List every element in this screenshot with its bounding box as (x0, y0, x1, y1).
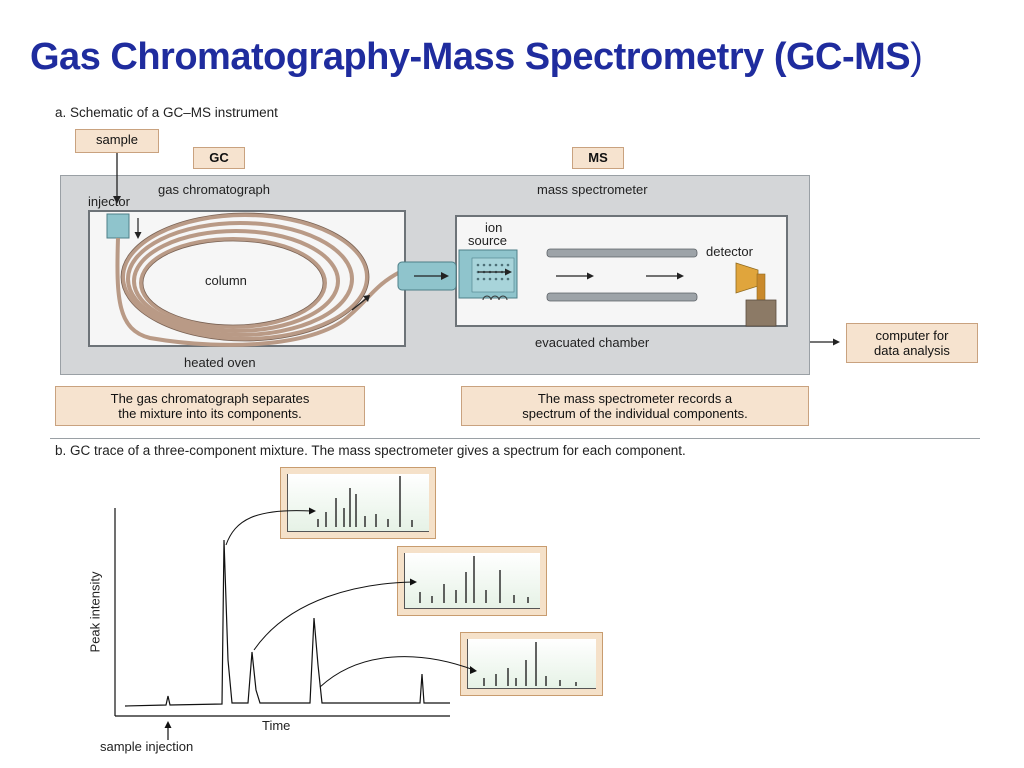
injector-label: injector (88, 194, 130, 209)
mass-spectrometer-label: mass spectrometer (537, 182, 648, 197)
gas-chromatograph-label: gas chromatograph (158, 182, 271, 197)
heated-oven-label: heated oven (184, 355, 256, 370)
spectrum-inset-2 (397, 546, 547, 616)
schematic-caption: a. Schematic of a GC–MS instrument (55, 105, 278, 120)
trace-ylabel: Peak intensity (87, 571, 103, 653)
spectrum-inset-1 (280, 467, 436, 539)
analyzer-rod-top (546, 248, 698, 258)
page-title: Gas Chromatography-Mass Spectrometry (GC… (30, 36, 923, 78)
ms-tag: MS (572, 147, 624, 169)
sample-injection-label: sample injection (100, 739, 194, 754)
gc-note: The gas chromatograph separates the mixt… (55, 386, 365, 426)
detector-base (745, 299, 777, 327)
detector-label: detector (706, 244, 753, 259)
spectrum-inset-3 (460, 632, 603, 696)
evacuated-chamber-label: evacuated chamber (535, 335, 650, 350)
analyzer-rod-bottom (546, 292, 698, 302)
spectrum-3-peaks (483, 642, 577, 686)
ion-label: ion (485, 220, 503, 235)
ms-note: The mass spectrometer records a spectrum… (461, 386, 809, 426)
trace-caption: b. GC trace of a three-component mixture… (55, 443, 686, 458)
column-coil (115, 213, 401, 347)
section-divider (50, 438, 980, 439)
column-label: column (205, 273, 247, 288)
trace-xlabel: Time (262, 718, 291, 733)
source-label: source (468, 233, 508, 248)
spectrum-2-peaks (419, 556, 529, 603)
gc-tag: GC (193, 147, 245, 169)
computer-box: computer for data analysis (846, 323, 978, 363)
sample-tag: sample (75, 129, 159, 153)
chromatogram-trace (124, 539, 450, 707)
spectrum-1-peaks (317, 476, 413, 527)
